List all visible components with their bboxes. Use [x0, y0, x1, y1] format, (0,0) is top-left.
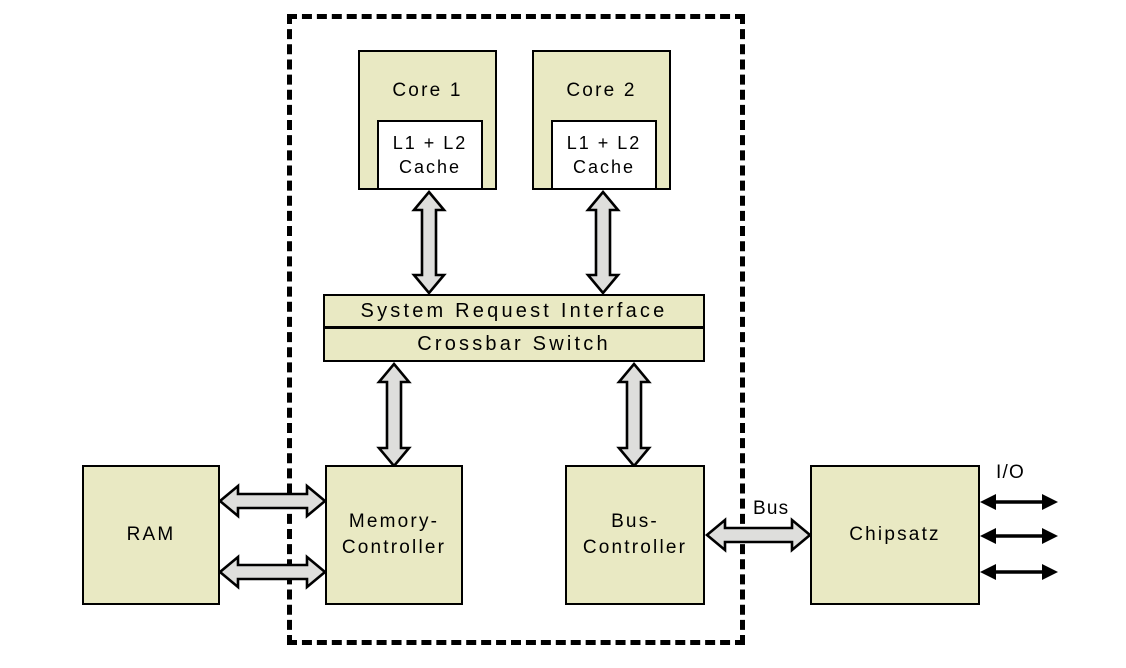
arrow-ram-to-memory-controller-upper — [217, 483, 328, 519]
bus-controller-box[interactable]: Bus- Controller — [565, 465, 705, 605]
core-1-cache-label: L1 + L2 Cache — [392, 132, 468, 177]
chipset-box[interactable]: Chipsatz — [810, 465, 980, 605]
arrow-crossbar-to-bus-controller — [616, 361, 652, 469]
chipset-label: Chipsatz — [849, 524, 941, 546]
io-arrow-2 — [980, 528, 1058, 544]
io-arrow-1 — [980, 494, 1058, 510]
core-2-cache-label: L1 + L2 Cache — [566, 132, 642, 177]
bus-controller-label: Bus- Controller — [582, 511, 688, 558]
core-1-cache-box[interactable]: L1 + L2 Cache — [377, 120, 483, 190]
arrow-crossbar-to-memory-controller — [376, 361, 412, 469]
arrow-bus-controller-to-chipset — [704, 517, 813, 553]
memory-controller-label: Memory- Controller — [341, 511, 447, 558]
crossbar-switch-label: Crossbar Switch — [417, 333, 611, 355]
system-request-interface-bar[interactable]: System Request Interface — [323, 294, 705, 328]
ram-label: RAM — [126, 524, 176, 546]
arrow-core2-to-sri — [585, 189, 621, 296]
arrow-core1-to-sri — [411, 189, 447, 296]
io-arrow-3 — [980, 564, 1058, 580]
crossbar-switch-bar[interactable]: Crossbar Switch — [323, 327, 705, 362]
memory-controller-box[interactable]: Memory- Controller — [325, 465, 463, 605]
ram-box[interactable]: RAM — [82, 465, 220, 605]
arrow-ram-to-memory-controller-lower — [217, 554, 328, 590]
core-2-cache-box[interactable]: L1 + L2 Cache — [551, 120, 657, 190]
core-1-label: Core 1 — [392, 80, 463, 101]
io-label: I/O — [996, 462, 1025, 483]
system-request-interface-label: System Request Interface — [360, 299, 668, 322]
bus-label: Bus — [753, 498, 790, 519]
core-2-label: Core 2 — [566, 80, 637, 101]
